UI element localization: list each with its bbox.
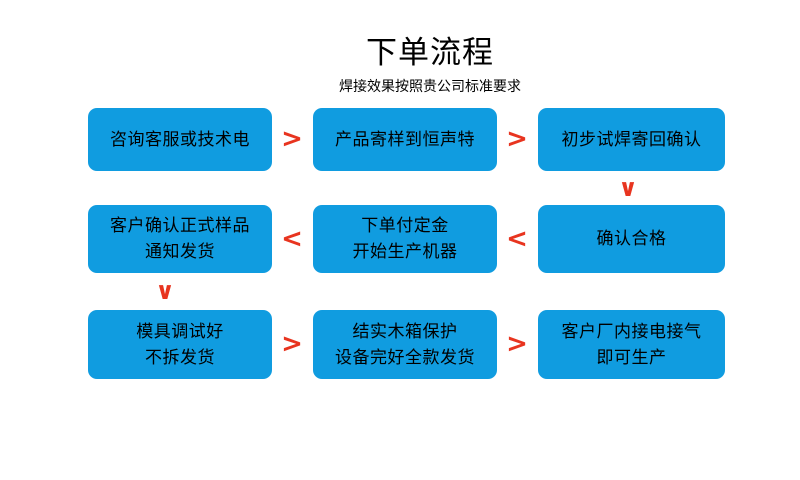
- flow-box-line: 设备完好全款发货: [335, 347, 475, 368]
- page-subtitle: 焊接效果按照贵公司标准要求: [339, 79, 521, 95]
- flow-box-r2c3[interactable]: 确认合格: [538, 205, 725, 273]
- flow-box-line: 开始生产机器: [352, 242, 458, 262]
- flow-box-line: 下单付定金: [361, 216, 449, 236]
- flow-box-line: 客户确认正式样品: [110, 216, 250, 236]
- arrow-down-icon-right: ∨: [618, 174, 638, 202]
- flow-box-line: 客户厂内接电接气: [561, 321, 702, 342]
- flow-box-line: 确认合格: [596, 229, 667, 249]
- arrow-right-icon-r1a: >: [281, 124, 303, 154]
- arrow-left-icon-r2b: <: [506, 224, 528, 254]
- arrow-right-icon-r1b: >: [506, 124, 528, 154]
- arrow-down-icon-left: ∨: [155, 277, 175, 305]
- flow-box-r1c3[interactable]: 初步试焊寄回确认: [538, 108, 725, 171]
- flow-box-r2c2[interactable]: 下单付定金 开始生产机器: [313, 205, 497, 273]
- flow-box-line: 初步试焊寄回确认: [561, 129, 702, 150]
- flow-box-line: 咨询客服或技术电: [110, 129, 250, 150]
- flow-box-r2c1[interactable]: 客户确认正式样品 通知发货: [88, 205, 272, 273]
- arrow-right-icon-r3b: >: [506, 329, 528, 359]
- page-title: 下单流程: [366, 35, 494, 71]
- flow-box-r3c2[interactable]: 结实木箱保护 设备完好全款发货: [313, 310, 497, 379]
- flow-box-line: 通知发货: [145, 242, 215, 262]
- arrow-right-icon-r3a: >: [281, 329, 303, 359]
- flow-box-line: 不拆发货: [145, 347, 215, 368]
- flow-box-r1c2[interactable]: 产品寄样到恒声特: [313, 108, 497, 171]
- flow-box-line: 结实木箱保护: [352, 321, 458, 342]
- flow-box-r3c3[interactable]: 客户厂内接电接气 即可生产: [538, 310, 725, 379]
- flow-box-line: 产品寄样到恒声特: [335, 129, 475, 150]
- flow-box-line: 模具调试好: [136, 321, 224, 342]
- flow-box-line: 即可生产: [596, 347, 667, 368]
- arrow-left-icon-r2a: <: [281, 224, 303, 254]
- flow-box-r1c1[interactable]: 咨询客服或技术电: [88, 108, 272, 171]
- flow-box-r3c1[interactable]: 模具调试好 不拆发货: [88, 310, 272, 379]
